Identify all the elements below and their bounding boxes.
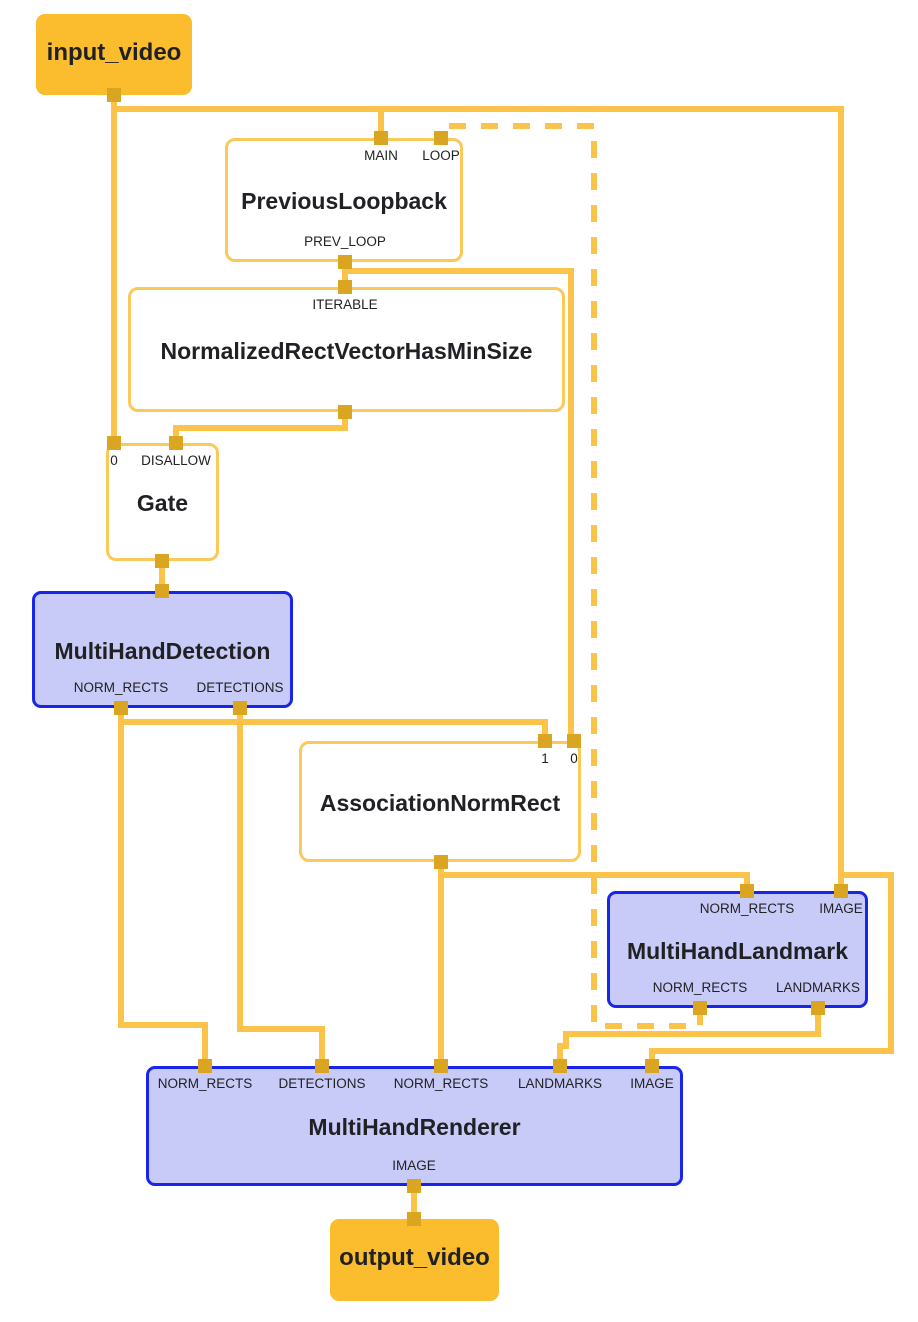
node-previous-loopback[interactable]: PreviousLoopback bbox=[225, 138, 463, 262]
port-label-out-multi-hand-landmark-landmarks: LANDMARKS bbox=[775, 980, 861, 995]
port-label-in-multi-hand-renderer-detections: DETECTIONS bbox=[278, 1076, 366, 1091]
edge-e-detections-rend bbox=[237, 708, 325, 1066]
port-in-multi-hand-renderer-image[interactable] bbox=[645, 1059, 659, 1073]
port-in-gate-0[interactable] bbox=[107, 436, 121, 450]
port-label-in-multi-hand-renderer-norm-rects: NORM_RECTS bbox=[393, 1076, 489, 1091]
node-title-gate: Gate bbox=[136, 490, 189, 516]
edge-e-loop-dashed bbox=[438, 123, 703, 1029]
node-title-normalized-rect-vector-has-min-size: NormalizedRectVectorHasMinSize bbox=[160, 337, 533, 364]
port-label-in-previous-loopback-main: MAIN bbox=[364, 148, 398, 163]
port-out-multi-hand-detection-norm-rects[interactable] bbox=[114, 701, 128, 715]
port-out-normalized-rect-vector-has-min-size-0[interactable] bbox=[338, 405, 352, 419]
node-title-multi-hand-landmark: MultiHandLandmark bbox=[626, 937, 849, 964]
port-in-multi-hand-landmark-norm-rects[interactable] bbox=[740, 884, 754, 898]
edge-e-normrects-assoc bbox=[118, 708, 548, 741]
port-in-multi-hand-renderer-norm-rects[interactable] bbox=[434, 1059, 448, 1073]
port-in-association-norm-rect-1[interactable] bbox=[538, 734, 552, 748]
port-label-out-previous-loopback-prev-loop: PREV_LOOP bbox=[304, 234, 386, 249]
port-in-multi-hand-renderer-norm-rects[interactable] bbox=[198, 1059, 212, 1073]
port-label-in-previous-loopback-loop: LOOP bbox=[422, 148, 460, 163]
node-multi-hand-renderer[interactable]: MultiHandRenderer bbox=[146, 1066, 683, 1186]
port-in-multi-hand-landmark-image[interactable] bbox=[834, 884, 848, 898]
port-label-in-multi-hand-renderer-landmarks: LANDMARKS bbox=[517, 1076, 603, 1091]
port-label-in-multi-hand-landmark-norm-rects: NORM_RECTS bbox=[699, 901, 795, 916]
port-in-normalized-rect-vector-has-min-size-iterable[interactable] bbox=[338, 280, 352, 294]
node-title-output-video: output_video bbox=[339, 1244, 490, 1271]
port-in-multi-hand-detection-0[interactable] bbox=[155, 584, 169, 598]
node-normalized-rect-vector-has-min-size[interactable]: NormalizedRectVectorHasMinSize bbox=[128, 287, 565, 412]
port-in-previous-loopback-main[interactable] bbox=[374, 131, 388, 145]
port-out-multi-hand-landmark-landmarks[interactable] bbox=[811, 1001, 825, 1015]
node-title-input-video: input_video bbox=[46, 38, 182, 66]
node-input-video[interactable]: input_video bbox=[36, 14, 192, 95]
edge-e-prev-assoc0 bbox=[345, 268, 574, 741]
edge-e-landmarks-rend bbox=[557, 1008, 821, 1066]
port-label-in-multi-hand-renderer-norm-rects: NORM_RECTS bbox=[157, 1076, 253, 1091]
node-title-previous-loopback: PreviousLoopback bbox=[241, 188, 447, 214]
port-out-gate-0[interactable] bbox=[155, 554, 169, 568]
port-label-out-multi-hand-renderer-image: IMAGE bbox=[392, 1158, 436, 1173]
node-title-multi-hand-detection: MultiHandDetection bbox=[54, 637, 271, 664]
node-title-multi-hand-renderer: MultiHandRenderer bbox=[308, 1114, 521, 1140]
port-in-previous-loopback-loop[interactable] bbox=[434, 131, 448, 145]
port-label-in-multi-hand-renderer-image: IMAGE bbox=[630, 1076, 674, 1091]
port-in-multi-hand-renderer-landmarks[interactable] bbox=[553, 1059, 567, 1073]
port-label-out-multi-hand-detection-detections: DETECTIONS bbox=[196, 680, 284, 695]
node-multi-hand-landmark[interactable]: MultiHandLandmark bbox=[607, 891, 868, 1008]
port-out-multi-hand-detection-detections[interactable] bbox=[233, 701, 247, 715]
port-label-in-gate-0: 0 bbox=[110, 453, 118, 468]
edge-e-input-main bbox=[111, 95, 384, 138]
node-association-norm-rect[interactable]: AssociationNormRect bbox=[299, 741, 581, 862]
port-label-in-association-norm-rect-0: 0 bbox=[570, 751, 578, 766]
port-label-out-multi-hand-landmark-norm-rects: NORM_RECTS bbox=[652, 980, 748, 995]
port-out-previous-loopback-prev-loop[interactable] bbox=[338, 255, 352, 269]
port-label-in-normalized-rect-vector-has-min-size-iterable: ITERABLE bbox=[312, 297, 378, 312]
port-label-in-multi-hand-landmark-image: IMAGE bbox=[819, 901, 863, 916]
node-title-association-norm-rect: AssociationNormRect bbox=[319, 789, 561, 816]
port-out-input-video-0[interactable] bbox=[107, 88, 121, 102]
port-out-multi-hand-landmark-norm-rects[interactable] bbox=[693, 1001, 707, 1015]
port-label-out-multi-hand-detection-norm-rects: NORM_RECTS bbox=[73, 680, 169, 695]
edge-e-normrects-rend bbox=[118, 708, 208, 1066]
port-in-association-norm-rect-0[interactable] bbox=[567, 734, 581, 748]
edge-e-hasminsize-gate bbox=[173, 412, 348, 443]
port-out-association-norm-rect-0[interactable] bbox=[434, 855, 448, 869]
port-out-multi-hand-renderer-image[interactable] bbox=[407, 1179, 421, 1193]
port-in-gate-disallow[interactable] bbox=[169, 436, 183, 450]
edge-e-image-rend bbox=[649, 872, 894, 1066]
node-output-video[interactable]: output_video bbox=[330, 1219, 499, 1301]
port-label-in-gate-disallow: DISALLOW bbox=[141, 453, 211, 468]
port-in-output-video-0[interactable] bbox=[407, 1212, 421, 1226]
port-in-multi-hand-renderer-detections[interactable] bbox=[315, 1059, 329, 1073]
port-label-in-association-norm-rect-1: 1 bbox=[541, 751, 549, 766]
edge-e-input-right bbox=[114, 106, 844, 891]
